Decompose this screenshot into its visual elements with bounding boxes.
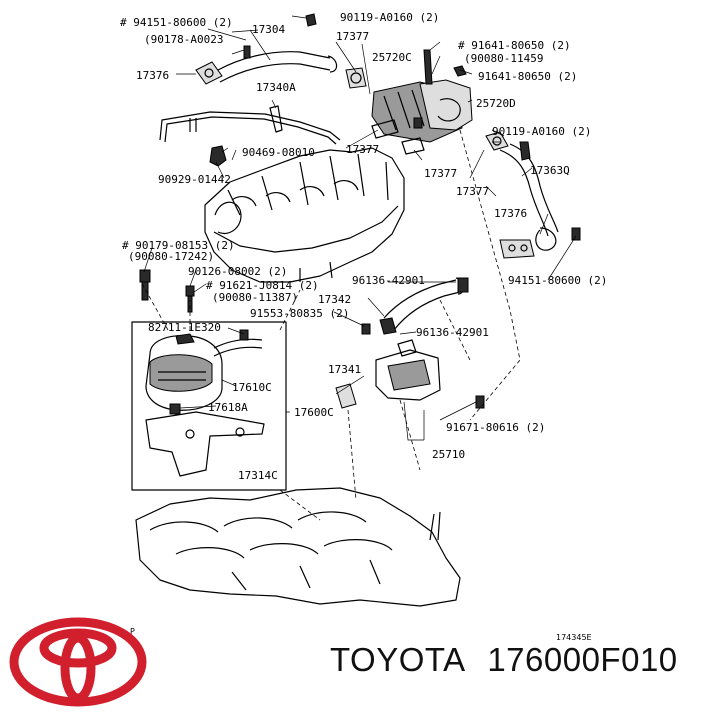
toyota-logo-icon — [9, 617, 147, 707]
label-25710: 25710 — [432, 448, 465, 461]
label-91641-a: # 91641-80650 (2) — [458, 39, 571, 52]
label-17610c: 17610C — [232, 381, 272, 394]
label-91671: 91671-80616 (2) — [446, 421, 545, 434]
label-82711: 82711-1E320 — [148, 321, 221, 334]
label-90119-b: 90119-A0160 (2) — [492, 125, 591, 138]
label-91621: # 91621-J0814 (2) — [206, 279, 319, 292]
label-17363q: 17363Q — [530, 164, 570, 177]
label-90080-11387: (90080-11387) — [212, 291, 298, 304]
leader-lines — [139, 15, 577, 521]
label-17377-c: 17377 — [424, 167, 457, 180]
label-90178: (90178-A0023 — [144, 33, 223, 46]
label-91553: 91553-80835 (2) — [250, 307, 349, 320]
pipe-17304 — [195, 13, 367, 89]
label-25720d: 25720D — [476, 97, 516, 110]
part-labels: # 94151-80600 (2) (90178-A0023 17304 901… — [120, 11, 607, 642]
label-90080-11459: (90080-11459 — [464, 52, 543, 65]
label-91641-b: 91641-80650 (2) — [478, 70, 577, 83]
label-17341: 17341 — [328, 363, 361, 376]
label-90080-17242: (90080-17242) — [128, 250, 214, 263]
label-17618a: 17618A — [208, 401, 248, 414]
label-diagram-code: 174345E — [556, 633, 592, 642]
air-pump-assembly — [131, 321, 287, 491]
label-90119-top: 90119-A0160 (2) — [340, 11, 439, 24]
label-17377-b: 17377 — [346, 143, 379, 156]
part-number: 176000F010 — [487, 641, 678, 678]
label-90179: # 90179-08153 (2) — [122, 239, 235, 252]
brand-name: TOYOTA — [330, 641, 466, 678]
label-17377-d: 17377 — [456, 185, 489, 198]
label-96136-b: 96136-42901 — [416, 326, 489, 339]
label-25720c: 25720C — [372, 51, 412, 64]
valve-25720 — [371, 49, 473, 143]
engine-block — [135, 487, 461, 607]
part-caption: TOYOTA 176000F010 — [330, 632, 678, 688]
hose-17342 — [361, 277, 469, 335]
pipe-17363q — [499, 141, 581, 259]
label-90929: 90929-01442 — [158, 173, 231, 186]
gaskets-17377 — [371, 119, 509, 155]
label-94151-b: 94151-80600 (2) — [508, 274, 607, 287]
label-17600c: 17600C — [294, 406, 334, 419]
label-p: P — [130, 627, 135, 636]
label-17314c: 17314C — [238, 469, 278, 482]
label-17376-b: 17376 — [494, 207, 527, 220]
label-17342: 17342 — [318, 293, 351, 306]
intake-manifold — [204, 147, 405, 283]
label-90126: 90126-08002 (2) — [188, 265, 287, 278]
label-90469: 90469-08010 — [242, 146, 315, 159]
label-96136-a: 96136-42901 — [352, 274, 425, 287]
hose-17340a — [159, 105, 341, 145]
label-94151-top: # 94151-80600 (2) — [120, 16, 233, 29]
label-17340a: 17340A — [256, 81, 296, 94]
label-17377-a: 17377 — [336, 30, 369, 43]
label-17304: 17304 — [252, 23, 285, 36]
label-17376-a: 17376 — [136, 69, 169, 82]
